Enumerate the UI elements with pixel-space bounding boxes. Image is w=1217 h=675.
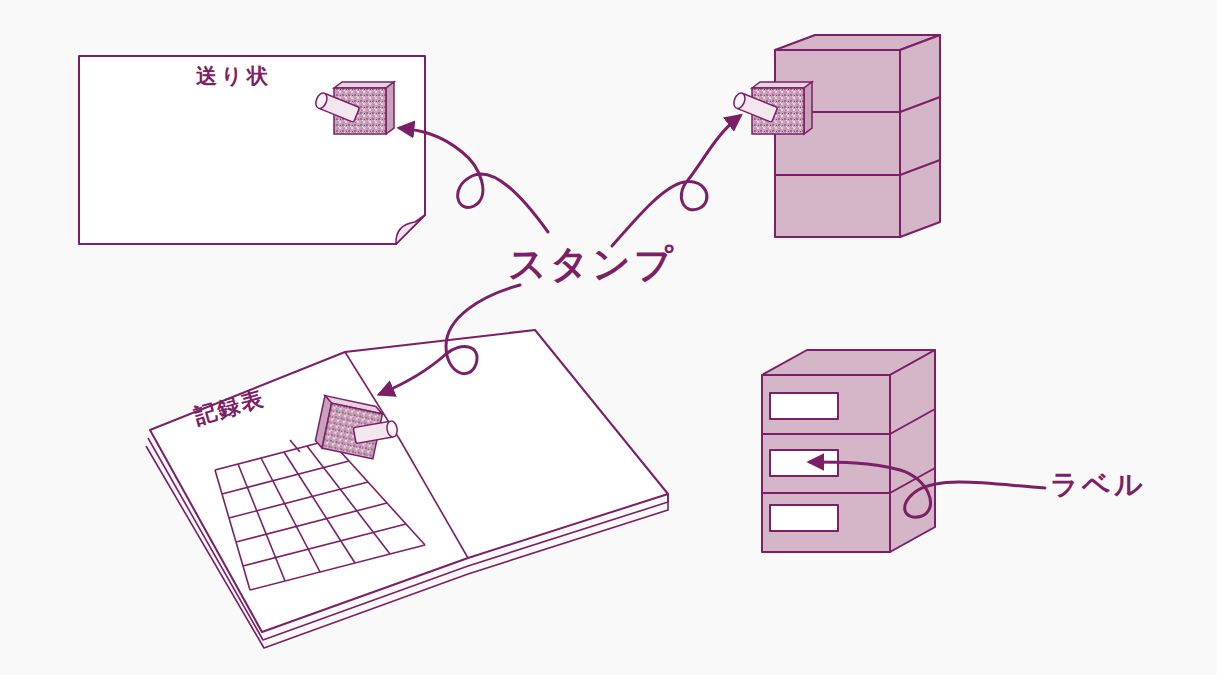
outline-path [79,56,425,244]
outline-path [396,215,425,244]
invoice-sheet: 送り状 [78,55,428,247]
stamp-icon [314,82,394,134]
outline-path [150,330,668,632]
box-stack [775,35,940,237]
labelled-box-stack [762,350,935,552]
record-book-outline [140,325,675,655]
outline-path [345,352,468,558]
stamp-icon [732,82,812,134]
node-title: 送り状 [196,65,272,88]
leader-arrow [380,116,1045,517]
record-book: 記録表 [140,325,675,655]
label-callout: ラベル [1050,470,1146,501]
record-grid [215,440,425,590]
stamp-icon [314,396,403,464]
stamp-label: スタンプ [508,244,676,286]
